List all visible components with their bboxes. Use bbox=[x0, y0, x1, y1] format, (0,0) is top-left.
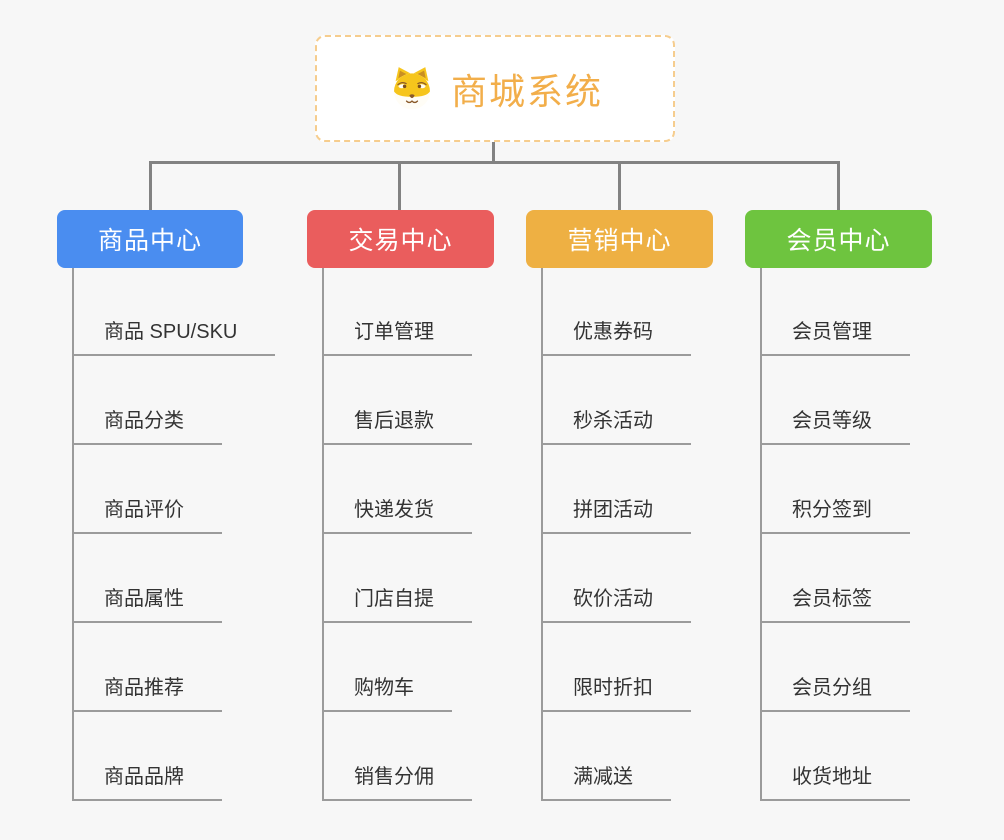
connector-drop-members bbox=[837, 161, 840, 210]
leaf-column-product-center: 商品 SPU/SKU 商品分类 商品评价 商品属性 商品推荐 商品品牌 bbox=[72, 268, 276, 801]
leaf-item[interactable]: 积分签到 bbox=[762, 496, 910, 534]
branch-node-marketing-center[interactable]: 营销中心 bbox=[526, 210, 713, 268]
branch-node-member-center[interactable]: 会员中心 bbox=[745, 210, 932, 268]
leaf-item[interactable]: 会员等级 bbox=[762, 407, 910, 445]
leaf-item[interactable]: 砍价活动 bbox=[543, 585, 691, 623]
leaf-item[interactable]: 会员标签 bbox=[762, 585, 910, 623]
leaf-item[interactable]: 收货地址 bbox=[762, 763, 910, 801]
branch-node-trade-center[interactable]: 交易中心 bbox=[307, 210, 494, 268]
leaf-item[interactable]: 满减送 bbox=[543, 763, 671, 801]
root-title: 商城系统 bbox=[450, 70, 603, 112]
branch-label: 交易中心 bbox=[348, 227, 453, 255]
leaf-column-member-center: 会员管理 会员等级 积分签到 会员标签 会员分组 收货地址 bbox=[760, 268, 910, 801]
leaf-item[interactable]: 限时折扣 bbox=[543, 674, 691, 712]
leaf-item[interactable]: 商品品牌 bbox=[74, 763, 222, 801]
leaf-item[interactable]: 售后退款 bbox=[324, 407, 472, 445]
connector-drop-trade bbox=[398, 161, 401, 210]
leaf-item[interactable]: 订单管理 bbox=[324, 318, 472, 356]
leaf-item[interactable]: 快递发货 bbox=[324, 496, 472, 534]
leaf-column-trade-center: 订单管理 售后退款 快递发货 门店自提 购物车 销售分佣 bbox=[322, 268, 472, 801]
leaf-column-marketing-center: 优惠券码 秒杀活动 拼团活动 砍价活动 限时折扣 满减送 bbox=[541, 268, 691, 801]
connector-drop-marketing bbox=[618, 161, 621, 210]
leaf-item[interactable]: 商品属性 bbox=[74, 585, 222, 623]
leaf-item[interactable]: 销售分佣 bbox=[324, 763, 472, 801]
leaf-item[interactable]: 商品分类 bbox=[74, 407, 222, 445]
leaf-item[interactable]: 商品 SPU/SKU bbox=[74, 318, 276, 356]
root-node-mall-system[interactable]: 商城系统 bbox=[315, 35, 675, 142]
leaf-item[interactable]: 会员分组 bbox=[762, 674, 910, 712]
connector-drop-products bbox=[149, 161, 152, 210]
leaf-item[interactable]: 商品推荐 bbox=[74, 674, 222, 712]
leaf-item[interactable]: 优惠券码 bbox=[543, 318, 691, 356]
connector-root-stem bbox=[492, 142, 495, 164]
leaf-item[interactable]: 门店自提 bbox=[324, 585, 472, 623]
branch-node-product-center[interactable]: 商品中心 bbox=[57, 210, 243, 268]
connector-bus bbox=[149, 161, 840, 164]
leaf-item[interactable]: 拼团活动 bbox=[543, 496, 691, 534]
dog-icon bbox=[387, 64, 437, 114]
leaf-item[interactable]: 会员管理 bbox=[762, 318, 910, 356]
leaf-item[interactable]: 商品评价 bbox=[74, 496, 222, 534]
leaf-item[interactable]: 秒杀活动 bbox=[543, 407, 691, 445]
branch-label: 营销中心 bbox=[567, 227, 672, 255]
leaf-item[interactable]: 购物车 bbox=[324, 674, 452, 712]
branch-label: 商品中心 bbox=[97, 227, 202, 255]
branch-label: 会员中心 bbox=[786, 227, 891, 255]
